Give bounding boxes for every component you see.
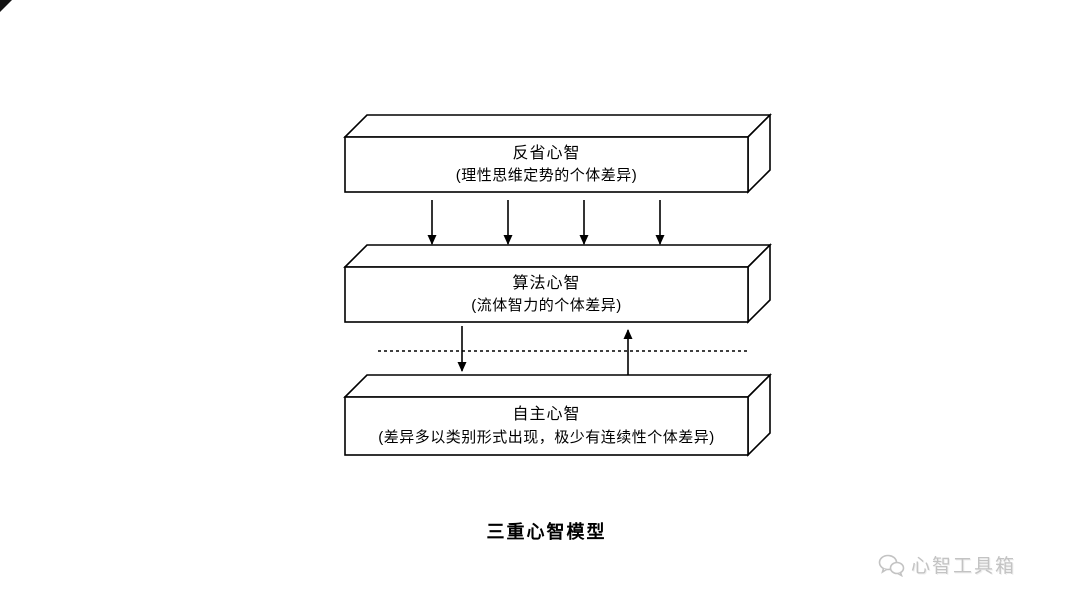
box-top-face bbox=[343, 244, 772, 268]
watermark: 心智工具箱 bbox=[877, 551, 1016, 578]
diagram-caption: 三重心智模型 bbox=[486, 522, 607, 542]
wechat-logo-icon bbox=[878, 554, 905, 577]
box-top-face bbox=[343, 114, 772, 138]
box-front-face bbox=[344, 396, 749, 456]
box-front-face bbox=[344, 266, 749, 323]
watermark-text: 心智工具箱 bbox=[910, 556, 1016, 577]
box-top-face bbox=[343, 374, 772, 398]
algorithmic-autonomous-arrows bbox=[457, 326, 633, 375]
reflective-mind-box bbox=[343, 113, 772, 194]
algorithmic-mind-box bbox=[343, 243, 772, 324]
reflective-to-algorithmic-arrows bbox=[427, 200, 665, 245]
autonomous-mind-box bbox=[343, 373, 772, 457]
box-front-face bbox=[344, 136, 749, 193]
corner-artifact bbox=[0, 0, 12, 12]
